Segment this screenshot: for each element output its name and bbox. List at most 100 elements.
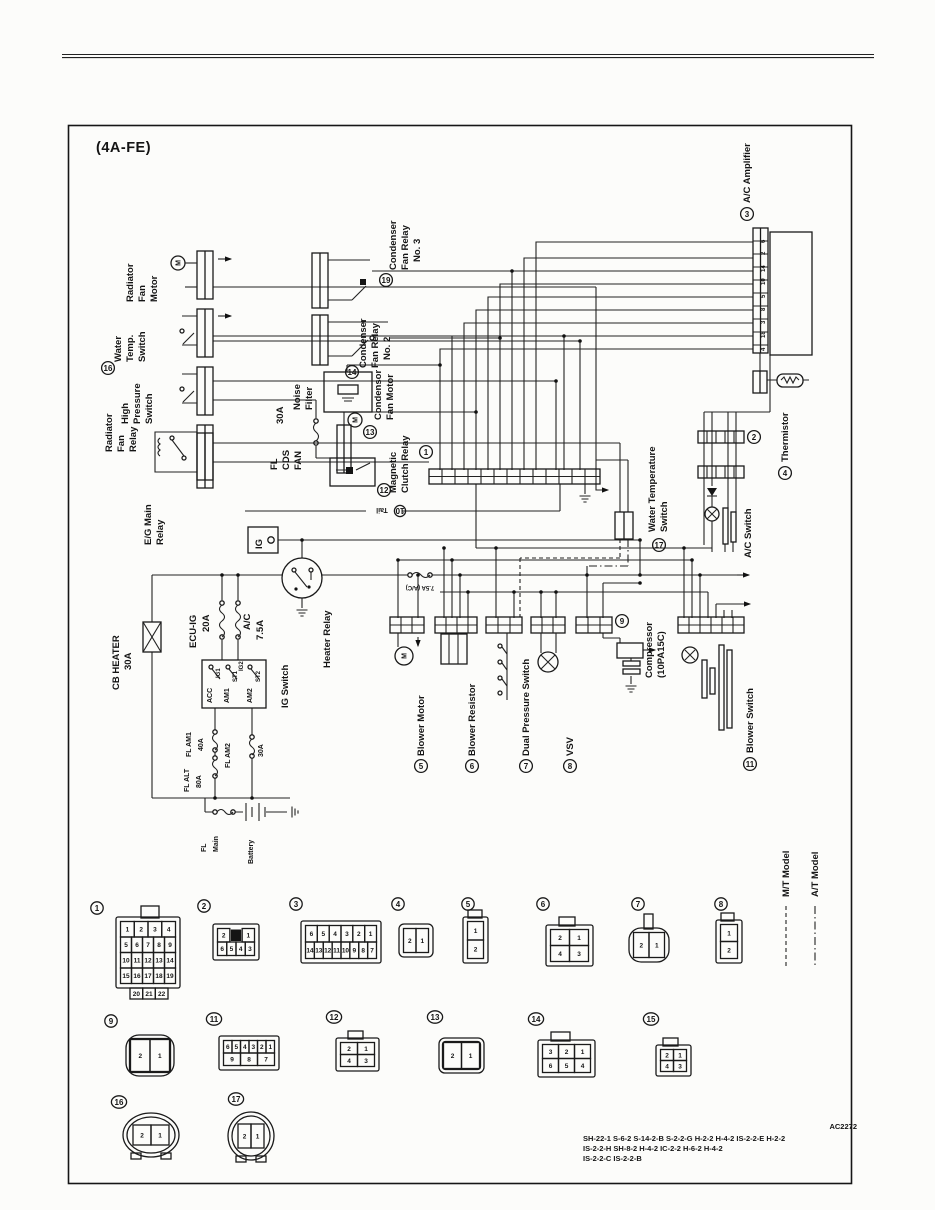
cb-heater: CB HEATER 30A	[111, 621, 162, 690]
svg-text:2: 2	[222, 933, 226, 940]
svg-text:ACC: ACC	[207, 688, 214, 703]
svg-text:ECU-IG: ECU-IG	[188, 615, 199, 648]
ref-line-1: SH-22-1 S-6-2 S-14-2-B S-2-2-G H-2-2 H-4…	[583, 1134, 785, 1143]
svg-text:2: 2	[202, 902, 207, 911]
svg-text:2: 2	[665, 1052, 669, 1059]
compressor: 9 Compressor (10PA15C)	[575, 613, 667, 678]
svg-text:4: 4	[396, 900, 401, 909]
svg-text:2: 2	[761, 251, 767, 255]
ground-symbols	[291, 495, 638, 819]
svg-text:1: 1	[581, 1049, 585, 1056]
connector-pinout-8: 812	[714, 897, 743, 964]
circled-9: 9	[614, 613, 630, 629]
svg-text:IG2: IG2	[239, 661, 245, 671]
svg-text:6: 6	[541, 900, 546, 909]
svg-text:FL: FL	[201, 843, 208, 852]
svg-text:ST1: ST1	[233, 670, 239, 682]
svg-text:8: 8	[568, 762, 573, 771]
svg-text:2: 2	[727, 947, 731, 954]
svg-text:2: 2	[260, 1044, 264, 1051]
legend-at-label: A/T Model	[810, 852, 821, 897]
svg-text:VSV: VSV	[565, 736, 576, 756]
motor-m-icon: M	[176, 260, 183, 266]
svg-text:4: 4	[761, 347, 767, 351]
circled-2: 2	[746, 429, 762, 445]
svg-text:11: 11	[210, 1015, 219, 1024]
svg-text:1: 1	[727, 930, 731, 937]
svg-text:IG1: IG1	[216, 668, 222, 678]
svg-text:4: 4	[347, 1058, 351, 1065]
svg-text:2: 2	[474, 947, 478, 954]
svg-text:1: 1	[474, 928, 478, 935]
svg-text:14: 14	[166, 958, 174, 965]
svg-text:Radiator: Radiator	[125, 263, 136, 302]
mt-at-wire-runs	[519, 539, 629, 617]
svg-text:1: 1	[158, 1132, 162, 1139]
svg-text:Relay: Relay	[128, 426, 139, 452]
figure-code: AC2272	[829, 1122, 857, 1131]
svg-text:Magnetic: Magnetic	[388, 452, 399, 493]
svg-text:13: 13	[155, 958, 163, 965]
svg-text:80A: 80A	[196, 775, 203, 788]
circled-6: 6	[464, 758, 480, 774]
engine-tag: (4A-FE)	[96, 140, 151, 156]
battery: Battery	[245, 803, 266, 864]
svg-text:2: 2	[558, 935, 562, 942]
svg-text:Fan: Fan	[116, 435, 127, 452]
svg-text:1: 1	[247, 933, 251, 940]
circled-7: 7	[518, 758, 534, 774]
fl-cds-fan-fuse: 30A FL CDS FAN	[269, 406, 320, 470]
svg-text:FL AM2: FL AM2	[225, 743, 232, 768]
svg-text:13: 13	[315, 948, 323, 955]
svg-text:2: 2	[451, 1053, 455, 1060]
svg-text:6: 6	[310, 931, 314, 938]
svg-text:20: 20	[133, 991, 141, 998]
wiring-lines	[151, 241, 809, 813]
svg-text:2: 2	[752, 433, 757, 442]
svg-text:5: 5	[124, 942, 128, 949]
svg-text:1: 1	[126, 927, 130, 934]
svg-text:5: 5	[565, 1063, 569, 1070]
svg-text:3: 3	[248, 946, 252, 953]
svg-text:6: 6	[470, 762, 475, 771]
svg-text:AM1: AM1	[224, 688, 231, 703]
svg-text:12: 12	[330, 1013, 339, 1022]
svg-text:7: 7	[146, 942, 150, 949]
svg-text:1: 1	[420, 938, 424, 945]
svg-text:18: 18	[761, 331, 767, 338]
svg-text:4: 4	[665, 1063, 669, 1070]
svg-text:Blower Switch: Blower Switch	[745, 688, 756, 753]
harness-connector-1: 1	[418, 444, 601, 485]
svg-text:22: 22	[158, 991, 166, 998]
svg-text:16: 16	[104, 364, 113, 373]
svg-text:Condenser: Condenser	[388, 220, 399, 270]
svg-text:11: 11	[333, 948, 340, 955]
svg-text:Blower Motor: Blower Motor	[416, 695, 427, 756]
svg-text:4: 4	[243, 1044, 247, 1051]
svg-text:6: 6	[220, 946, 224, 953]
svg-text:9: 9	[620, 617, 625, 626]
legend-mt-label: M/T Model	[781, 851, 792, 897]
svg-text:7.5A: 7.5A	[255, 620, 266, 640]
circled-12: 12	[376, 482, 392, 498]
svg-text:5: 5	[234, 1044, 238, 1051]
svg-text:12: 12	[380, 486, 389, 495]
fl-main-fuse: FL Main	[201, 808, 236, 852]
svg-text:8: 8	[247, 1057, 251, 1064]
svg-text:Fan Relay: Fan Relay	[400, 224, 411, 270]
svg-text:16: 16	[115, 1098, 124, 1107]
svg-text:IG Switch: IG Switch	[280, 665, 291, 708]
svg-text:8: 8	[157, 942, 161, 949]
svg-text:1: 1	[577, 935, 581, 942]
svg-text:2: 2	[243, 1133, 247, 1140]
svg-text:1: 1	[256, 1133, 260, 1140]
svg-text:1: 1	[369, 931, 373, 938]
water-temp-switch: Water Temp. Switch	[113, 308, 214, 362]
eg-main-relay: E/G Main Relay	[143, 432, 214, 545]
svg-text:Condensor: Condensor	[373, 370, 384, 420]
svg-text:1: 1	[364, 1046, 368, 1053]
svg-text:5: 5	[230, 946, 234, 953]
